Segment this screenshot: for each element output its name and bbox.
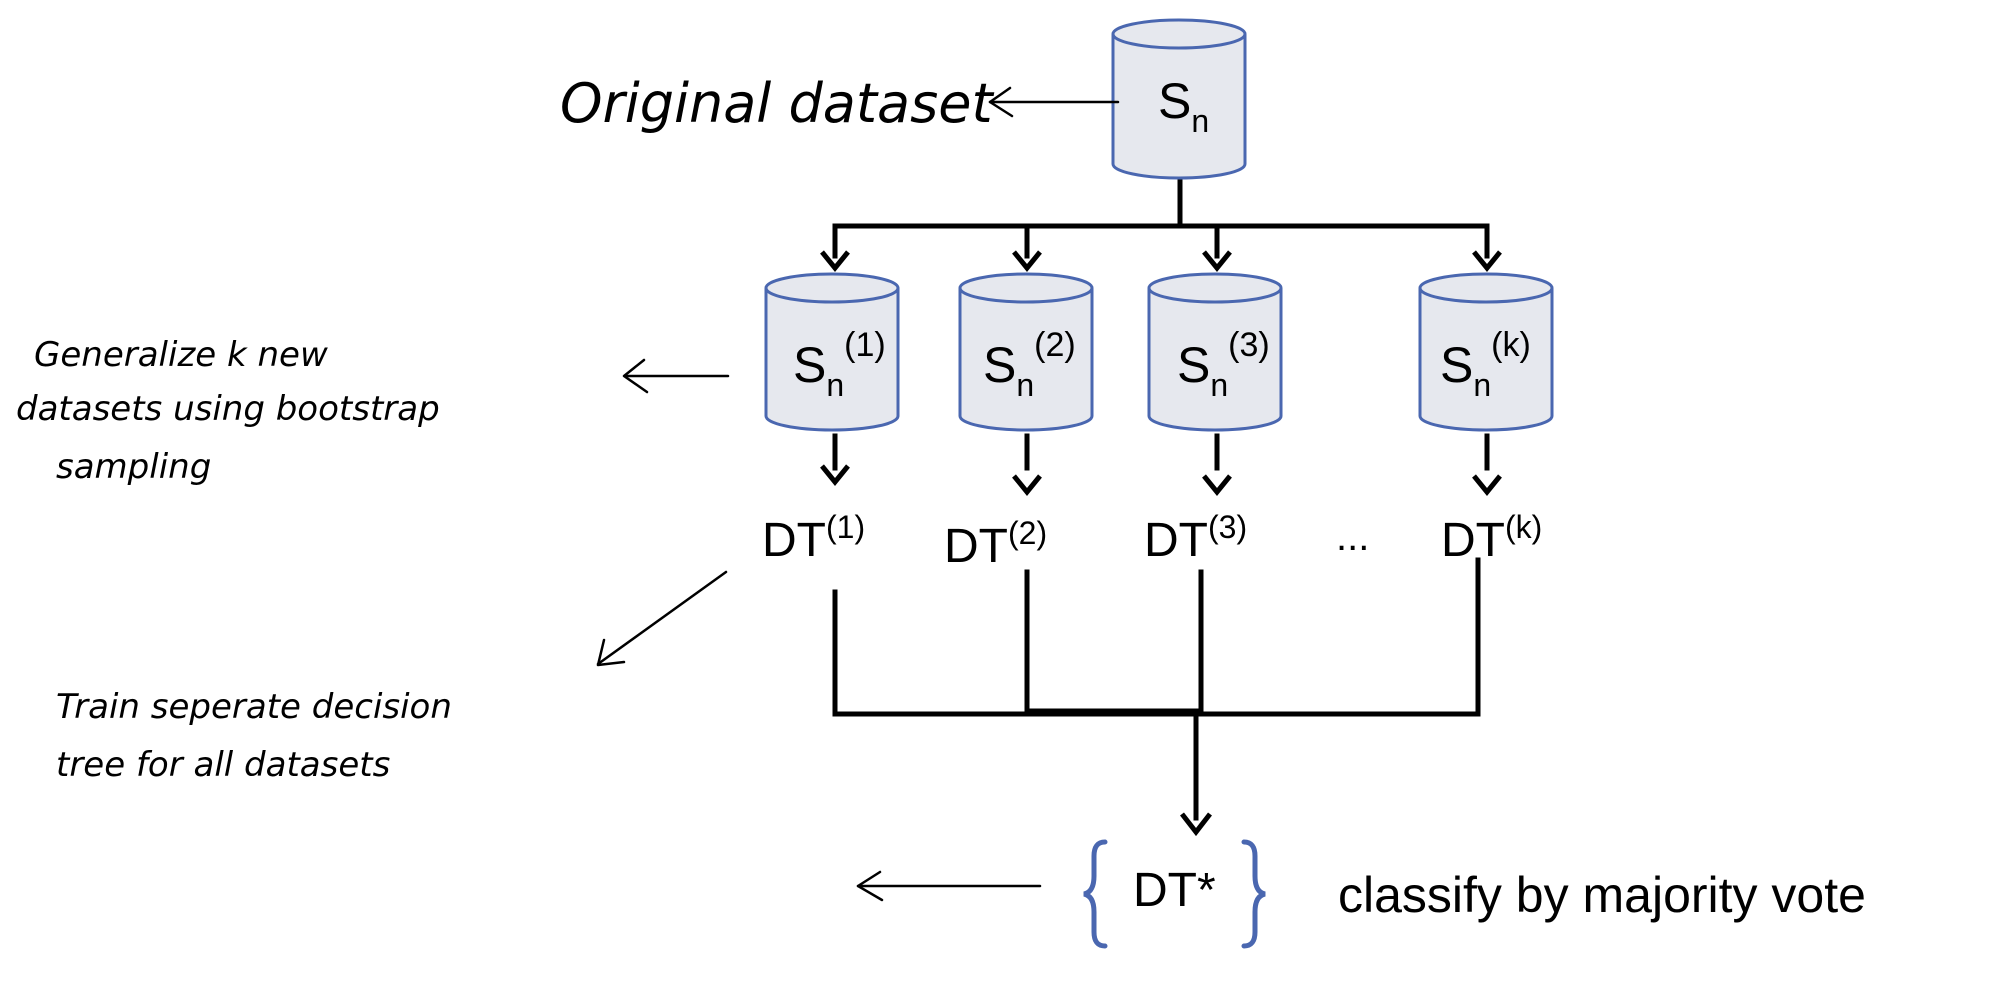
- cylinder-top: [1111, 18, 1247, 50]
- bootstrap-cylinder-k: Sn(k): [1418, 272, 1554, 432]
- connectors: [832, 173, 1490, 821]
- arrowhead-icon: [1012, 474, 1042, 496]
- bootstrap-cylinder-3: Sn(3): [1147, 272, 1283, 432]
- annotation-train: Train seperate decision tree for all dat…: [56, 687, 452, 785]
- arrowhead-icon: [1472, 474, 1502, 496]
- original-arrow-head-icon: [988, 86, 1014, 118]
- bootstrap-cylinder-2: Sn(2): [958, 272, 1094, 432]
- result-caption: classify by majority vote: [1338, 867, 1866, 923]
- bootstrap-label-2: Sn(2): [983, 326, 1076, 403]
- annotation-bootstrap: Generalize k new datasets using bootstra…: [16, 335, 440, 487]
- root-cylinder: Sn: [1111, 18, 1247, 180]
- annotation-bootstrap-line2: datasets using bootstrap: [16, 389, 440, 429]
- tree-label-1: DT(1): [762, 509, 865, 567]
- annotation-train-line2: tree for all datasets: [56, 745, 390, 785]
- arrowheads: [820, 250, 1502, 837]
- cylinder-body: [1111, 34, 1247, 180]
- bootstrap-label-1: Sn(1): [793, 326, 886, 403]
- result-label: DT*: [1133, 864, 1216, 917]
- ellipsis: ...: [1336, 515, 1369, 559]
- arrowhead-icon: [1202, 250, 1232, 272]
- annotation-arrows: [596, 86, 1120, 902]
- annotation-bootstrap-line3: sampling: [56, 447, 211, 487]
- annotation-bootstrap-line1: Generalize k new: [34, 335, 328, 375]
- annotation-original: Original dataset: [560, 72, 994, 135]
- arrowhead-icon: [1180, 812, 1212, 837]
- result-arrow-head-icon: [856, 870, 884, 902]
- bootstrap-label-k: Sn(k): [1440, 326, 1531, 403]
- arrowhead-icon: [1012, 250, 1042, 272]
- bootstrap-arrow-head-icon: [622, 358, 649, 394]
- arrowhead-icon: [1472, 250, 1502, 272]
- arrowhead-icon: [1202, 474, 1232, 496]
- bootstrap-label-3: Sn(3): [1177, 326, 1270, 403]
- root-label: Sn: [1158, 73, 1209, 139]
- result-group: DT* classify by majority vote: [1083, 839, 1866, 949]
- tree-label-k: DT(k): [1441, 509, 1542, 567]
- annotation-train-line1: Train seperate decision: [56, 687, 452, 727]
- train-arrow-shaft: [596, 570, 728, 666]
- left-brace-icon: [1083, 839, 1108, 949]
- bootstrap-cylinder-1: Sn(1): [764, 272, 900, 432]
- tree-label-3: DT(3): [1144, 509, 1247, 567]
- train-arrow-head-icon: [596, 638, 626, 667]
- right-brace-icon: [1241, 839, 1266, 949]
- tree-label-2: DT(2): [944, 515, 1047, 573]
- arrowhead-icon: [820, 464, 850, 486]
- arrowhead-icon: [820, 250, 850, 272]
